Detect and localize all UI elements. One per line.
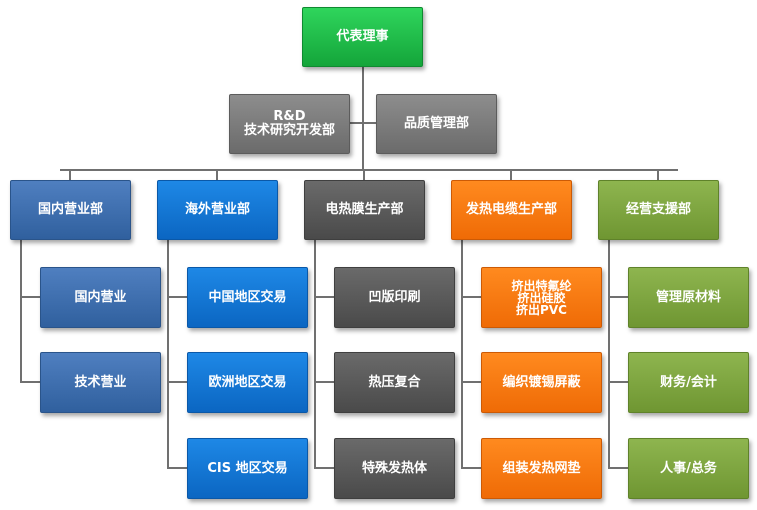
department-drop-line bbox=[510, 169, 512, 181]
unit-box-cable-3: 组装发热网垫 bbox=[481, 438, 602, 499]
root-box-label: 代表理事 bbox=[336, 29, 389, 44]
child-link-line bbox=[461, 296, 481, 298]
staff-link-line bbox=[350, 122, 376, 124]
department-drop-line bbox=[363, 169, 365, 181]
department-spine-line bbox=[608, 240, 610, 468]
child-link-line bbox=[167, 296, 187, 298]
child-link-line bbox=[20, 296, 40, 298]
department-box-domestic: 国内营业部 bbox=[10, 180, 131, 240]
unit-box-domestic-2: 技术营业 bbox=[40, 352, 161, 413]
child-link-line bbox=[167, 467, 187, 469]
staff-box-rnd-label: R&D bbox=[273, 109, 306, 124]
child-link-line bbox=[314, 467, 334, 469]
child-link-line bbox=[167, 381, 187, 383]
department-box-support: 经营支援部 bbox=[598, 180, 719, 240]
department-box-support-label: 经营支援部 bbox=[625, 202, 691, 217]
unit-box-support-1: 管理原材料 bbox=[628, 267, 749, 328]
unit-box-cable-1: 挤出特氟纶挤出硅胶挤出PVC bbox=[481, 267, 602, 328]
department-spine-line bbox=[314, 240, 316, 468]
unit-box-overseas-2: 欧洲地区交易 bbox=[187, 352, 308, 413]
staff-box-rnd-label: 技术研究开发部 bbox=[243, 123, 335, 138]
department-box-cable: 发热电缆生产部 bbox=[451, 180, 572, 240]
unit-box-domestic-1-label: 国内营业 bbox=[74, 289, 127, 305]
unit-box-film-3: 特殊发热体 bbox=[334, 438, 455, 499]
staff-box-qm-label: 品质管理部 bbox=[403, 116, 469, 131]
unit-box-overseas-1: 中国地区交易 bbox=[187, 267, 308, 328]
child-link-line bbox=[314, 381, 334, 383]
unit-box-overseas-3-label: CIS 地区交易 bbox=[207, 460, 288, 476]
child-link-line bbox=[608, 467, 628, 469]
unit-box-cable-1-label: 挤出PVC bbox=[516, 302, 567, 317]
staff-box-qm: 品质管理部 bbox=[376, 94, 497, 154]
unit-box-overseas-1-label: 中国地区交易 bbox=[208, 289, 287, 305]
unit-box-film-1-label: 凹版印刷 bbox=[368, 289, 421, 305]
child-link-line bbox=[608, 381, 628, 383]
child-link-line bbox=[314, 296, 334, 298]
department-bus-line bbox=[60, 169, 678, 171]
department-spine-line bbox=[167, 240, 169, 468]
child-link-line bbox=[608, 296, 628, 298]
unit-box-support-3-label: 人事/总务 bbox=[660, 460, 717, 476]
department-box-overseas-label: 海外营业部 bbox=[184, 202, 250, 217]
unit-box-cable-2-label: 编织镀锡屏蔽 bbox=[502, 374, 581, 390]
child-link-line bbox=[20, 381, 40, 383]
department-box-cable-label: 发热电缆生产部 bbox=[465, 202, 557, 217]
department-drop-line bbox=[216, 169, 218, 181]
unit-box-domestic-2-label: 技术营业 bbox=[74, 374, 127, 390]
department-box-domestic-label: 国内营业部 bbox=[37, 202, 103, 217]
unit-box-cable-2: 编织镀锡屏蔽 bbox=[481, 352, 602, 413]
unit-box-cable-3-label: 组装发热网垫 bbox=[502, 460, 581, 476]
unit-box-film-2: 热压复合 bbox=[334, 352, 455, 413]
child-link-line bbox=[461, 467, 481, 469]
unit-box-support-1-label: 管理原材料 bbox=[655, 289, 721, 305]
root-box: 代表理事 bbox=[302, 7, 423, 67]
unit-box-support-2: 财务/会计 bbox=[628, 352, 749, 413]
root-trunk-line bbox=[362, 66, 364, 171]
department-drop-line bbox=[69, 169, 71, 181]
unit-box-support-3: 人事/总务 bbox=[628, 438, 749, 499]
unit-box-overseas-2-label: 欧洲地区交易 bbox=[208, 374, 287, 390]
unit-box-film-1: 凹版印刷 bbox=[334, 267, 455, 328]
department-spine-line bbox=[461, 240, 463, 468]
unit-box-film-3-label: 特殊发热体 bbox=[361, 460, 427, 476]
department-spine-line bbox=[20, 240, 22, 382]
unit-box-support-2-label: 财务/会计 bbox=[660, 374, 717, 390]
unit-box-overseas-3: CIS 地区交易 bbox=[187, 438, 308, 499]
department-drop-line bbox=[657, 169, 659, 181]
unit-box-cable-1-label: 挤出特氟纶 bbox=[511, 278, 572, 293]
child-link-line bbox=[461, 381, 481, 383]
department-box-overseas: 海外营业部 bbox=[157, 180, 278, 240]
unit-box-film-2-label: 热压复合 bbox=[368, 374, 421, 390]
unit-box-domestic-1: 国内营业 bbox=[40, 267, 161, 328]
department-box-film-label: 电热膜生产部 bbox=[325, 202, 404, 217]
unit-box-cable-1-label: 挤出硅胶 bbox=[517, 290, 566, 305]
department-box-film: 电热膜生产部 bbox=[304, 180, 425, 240]
